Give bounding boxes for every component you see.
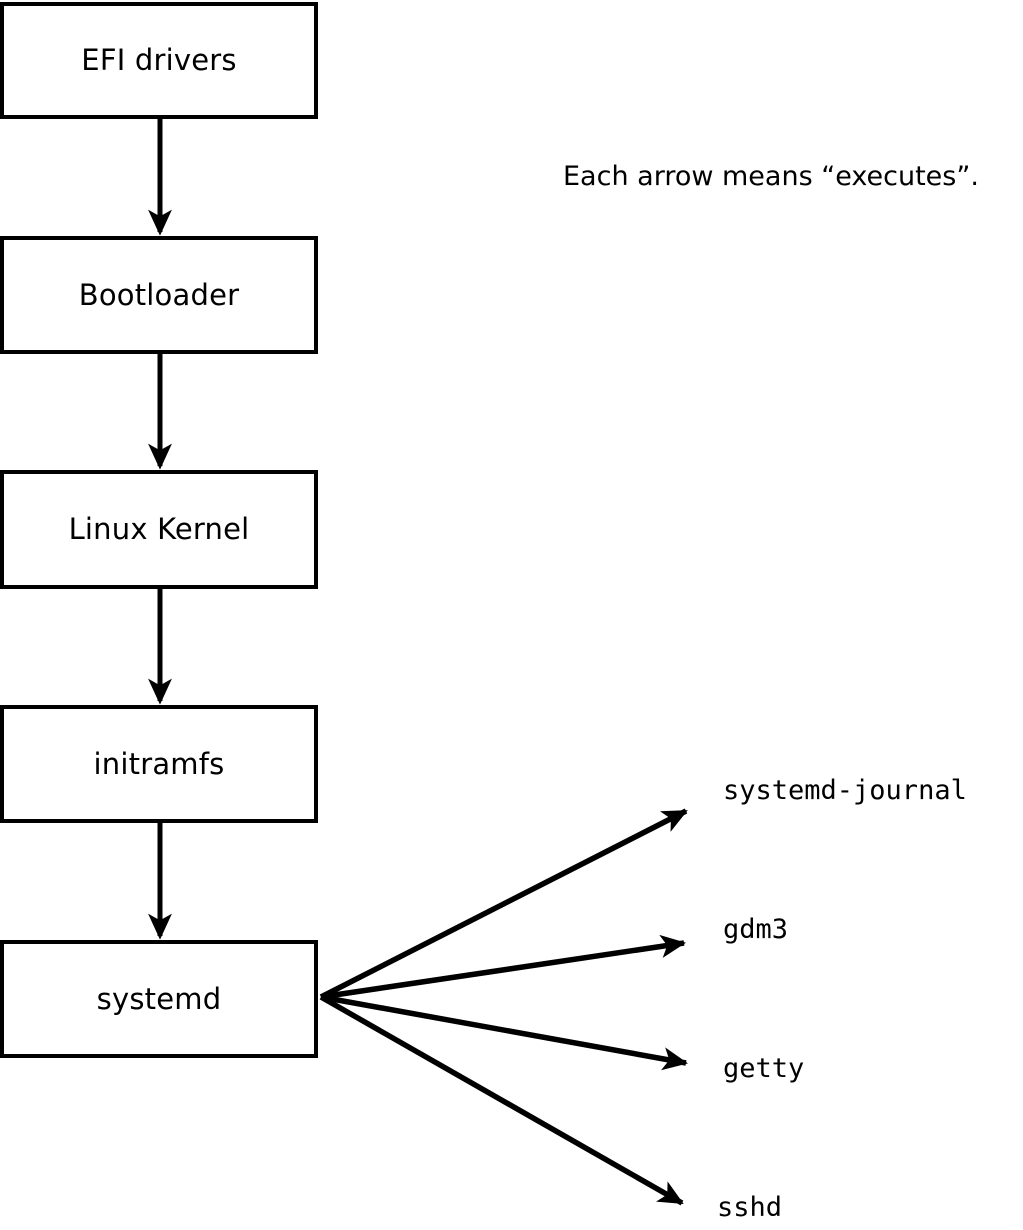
diagram-caption: Each arrow means “executes”. <box>563 161 979 192</box>
node-label-bootloader: Bootloader <box>78 277 240 312</box>
arrow-systemd-to-systemd-journal <box>319 808 688 1000</box>
leaf-label-systemd-journal[interactable]: systemd-journal <box>723 775 967 806</box>
leaf-label-sshd[interactable]: sshd <box>717 1192 783 1223</box>
leaf-label-getty[interactable]: getty <box>723 1053 805 1084</box>
node-box-systemd[interactable]: systemd <box>0 940 318 1058</box>
arrow-systemd-to-gdm3 <box>320 934 687 1000</box>
node-box-efi-drivers[interactable]: EFI drivers <box>0 2 318 119</box>
fan-arrows <box>319 808 688 1206</box>
node-box-linux-kernel[interactable]: Linux Kernel <box>0 470 318 589</box>
arrow-systemd-to-getty <box>320 994 688 1071</box>
leaf-label-gdm3[interactable]: gdm3 <box>723 914 789 945</box>
arrow-systemd-to-sshd <box>319 994 684 1206</box>
node-label-systemd: systemd <box>96 981 222 1016</box>
node-label-efi-drivers: EFI drivers <box>81 43 237 77</box>
node-label-initramfs: initramfs <box>93 746 225 781</box>
node-label-linux-kernel: Linux Kernel <box>68 512 250 546</box>
node-box-bootloader[interactable]: Bootloader <box>0 236 318 354</box>
node-box-initramfs[interactable]: initramfs <box>0 705 318 823</box>
